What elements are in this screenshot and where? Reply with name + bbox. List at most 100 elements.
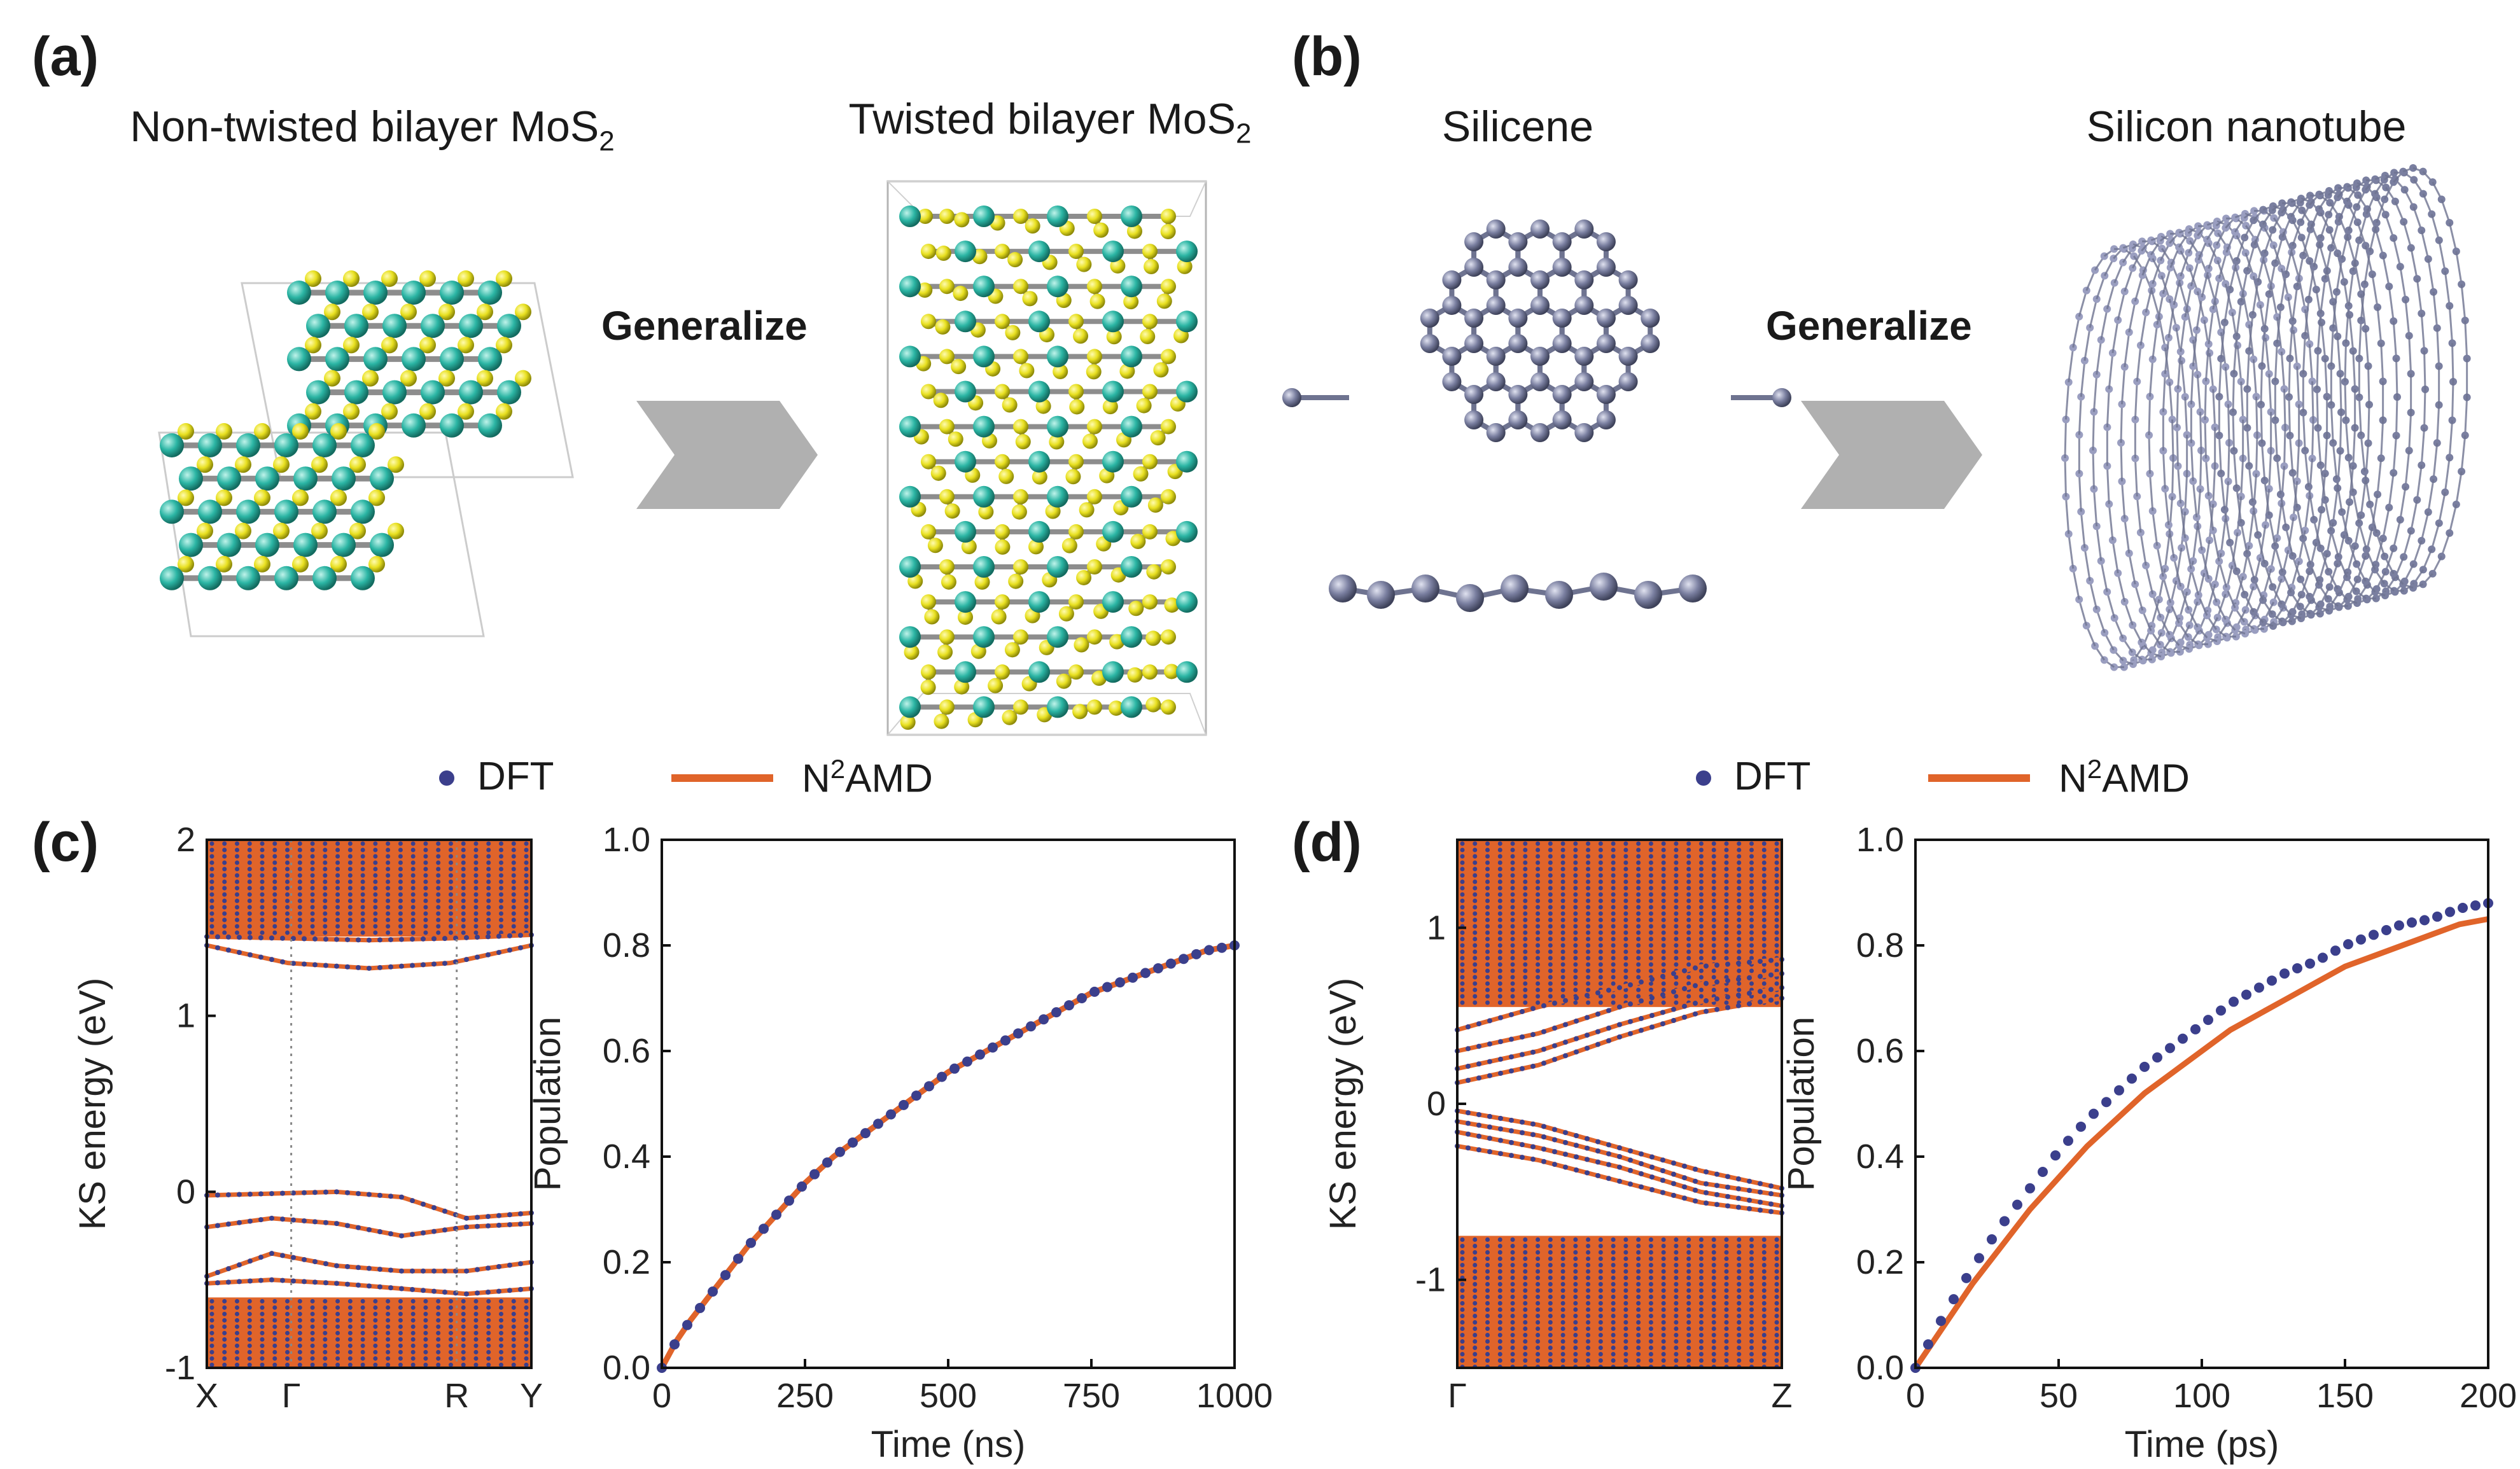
dft-point	[1698, 1320, 1704, 1325]
dft-point	[1497, 987, 1502, 992]
dft-point	[1473, 1346, 1478, 1350]
dft-point	[323, 1305, 328, 1310]
dft-point	[222, 1356, 227, 1361]
dft-point	[486, 1223, 491, 1229]
dft-point	[1774, 1320, 1779, 1325]
dft-point	[215, 945, 220, 950]
dft-point	[1460, 1282, 1465, 1286]
generalize-label-a: Generalize	[601, 303, 808, 349]
sulfur-atom	[292, 489, 309, 506]
dft-point	[442, 1290, 447, 1295]
dft-point	[1623, 1333, 1628, 1337]
dft-point	[1473, 879, 1478, 884]
sulfur-atom	[961, 539, 977, 555]
silicon-atom	[1596, 258, 1616, 277]
dft-point	[209, 873, 214, 878]
dft-point	[1523, 854, 1528, 859]
molybdenum-atom	[973, 275, 995, 298]
dft-point	[1560, 949, 1565, 954]
dft-point	[373, 924, 378, 929]
dft-point	[1711, 867, 1716, 872]
dft-point	[431, 1288, 437, 1294]
dft-point	[1548, 1346, 1553, 1350]
dft-point	[1711, 1320, 1716, 1325]
dft-point	[1523, 1326, 1528, 1331]
dft-point	[2394, 920, 2404, 931]
molybdenum-atom	[899, 415, 921, 438]
sulfur-atom	[235, 456, 251, 473]
dft-point	[1611, 936, 1616, 942]
dft-point	[2076, 1121, 2086, 1132]
panel-c-label: (c)	[32, 812, 99, 873]
dft-point	[682, 1319, 692, 1330]
dft-point	[518, 933, 523, 938]
dft-point	[1661, 949, 1666, 954]
dft-point	[461, 1311, 466, 1316]
dft-point	[1586, 1276, 1591, 1280]
dft-point	[410, 1311, 416, 1316]
dft-point	[1530, 1063, 1536, 1069]
dft-point	[498, 847, 503, 853]
dft-point	[1586, 1301, 1591, 1305]
dft-point	[235, 860, 240, 865]
sulfur-atom	[1004, 642, 1020, 658]
dft-point	[1761, 1333, 1767, 1337]
dft-point	[373, 898, 378, 903]
sulfur-atom	[1072, 704, 1088, 720]
dft-point	[1686, 981, 1691, 986]
dft-point	[511, 1343, 516, 1348]
dft-point	[1737, 1352, 1742, 1356]
dft-point	[410, 1349, 416, 1354]
dft-point	[1698, 924, 1704, 929]
dft-point	[518, 1211, 523, 1216]
dft-point	[1473, 936, 1478, 942]
dft-point	[310, 917, 315, 922]
dft-point	[1737, 847, 1742, 853]
dft-point	[1611, 962, 1616, 967]
dft-point	[448, 1356, 453, 1361]
dft-point	[436, 917, 441, 922]
dft-point	[1674, 1333, 1679, 1337]
dft-point	[1617, 1178, 1622, 1184]
y-tick-label: 0.4	[1856, 1138, 1904, 1176]
dft-point	[1466, 1110, 1471, 1116]
dft-point	[1636, 911, 1641, 916]
dft-point	[1520, 1130, 1525, 1136]
dft-point	[461, 867, 466, 872]
dft-point	[323, 879, 328, 884]
dft-point	[1724, 936, 1729, 942]
dft-point	[2445, 907, 2455, 917]
dft-point	[1509, 1054, 1514, 1060]
dft-point	[323, 1343, 328, 1348]
sulfur-atom	[920, 679, 936, 695]
dft-point	[1661, 1320, 1666, 1325]
dft-point	[1774, 1333, 1779, 1337]
sulfur-atom	[254, 489, 270, 506]
dft-point	[1636, 1288, 1641, 1293]
dft-point	[1711, 911, 1716, 916]
dft-point	[1585, 1136, 1590, 1141]
dft-point	[323, 1280, 328, 1286]
dft-point	[1648, 841, 1653, 846]
dft-point	[1711, 1326, 1716, 1331]
dft-point	[1674, 949, 1679, 954]
sulfur-atom	[1082, 433, 1098, 449]
dft-point	[360, 905, 365, 910]
dft-point	[1598, 1244, 1603, 1248]
dft-point	[1585, 1033, 1590, 1038]
dft-point	[1611, 841, 1616, 846]
sulfur-atom	[235, 522, 251, 540]
silicon-atom	[1574, 219, 1594, 239]
silicon-atom	[1530, 296, 1550, 315]
sulfur-atom	[343, 403, 360, 420]
dft-point	[1736, 977, 1741, 982]
dft-point	[1617, 1145, 1622, 1151]
dft-point	[1623, 1295, 1628, 1299]
dft-point	[1724, 930, 1729, 935]
dft-point	[1485, 892, 1490, 897]
sulfur-atom	[1160, 223, 1176, 239]
dft-point	[1560, 898, 1565, 903]
dft-point	[222, 886, 227, 891]
dft-point	[285, 1324, 290, 1329]
dft-point	[496, 1288, 501, 1294]
